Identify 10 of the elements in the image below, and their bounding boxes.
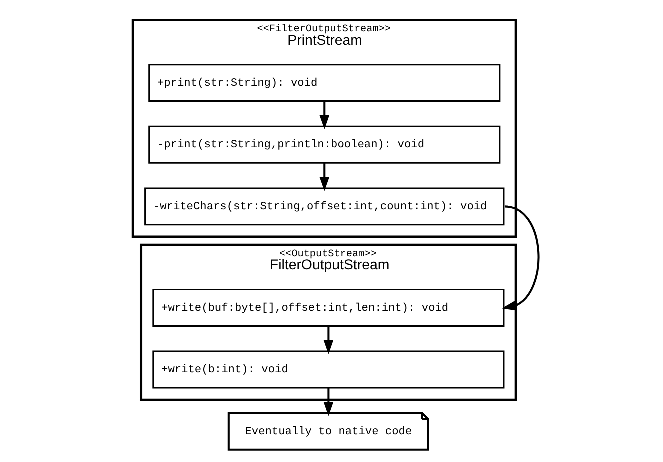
arrow: [323, 326, 334, 354]
node-box: -print(str:String,println:boolean): void: [148, 126, 500, 164]
arrow: [319, 101, 330, 130]
arrow: [323, 388, 334, 416]
node-box: +write(buf:byte[],offset:int,len:int): void: [152, 289, 504, 327]
arrow: [319, 163, 330, 192]
node-box: -writeChars(str:String,offset:int,count:int): void: [144, 188, 504, 226]
node-box: +write(b:int): void: [152, 350, 504, 389]
arrow: [501, 206, 540, 311]
node-box: +print(str:String): void: [148, 64, 500, 102]
